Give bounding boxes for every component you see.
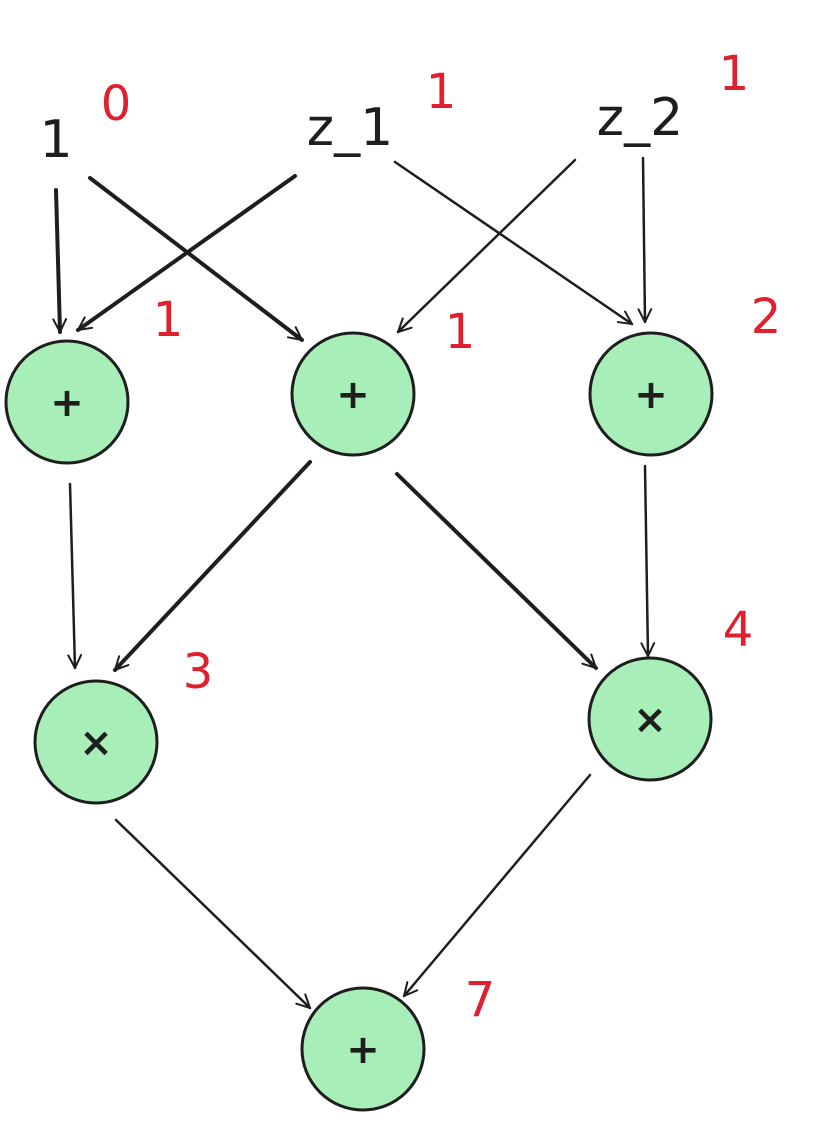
- node-add-b-value: 1: [445, 304, 476, 360]
- edge-z1-to-add-c: [393, 160, 634, 326]
- input-one-value: 0: [101, 76, 132, 132]
- edge-z2-to-add-b: [396, 158, 577, 334]
- edge-add-b-to-mul-a: [113, 460, 312, 672]
- node-add-c-op: +: [634, 372, 668, 418]
- node-add-a: +: [4, 339, 130, 465]
- node-add-out-value: 7: [465, 972, 496, 1028]
- node-add-a-op: +: [50, 380, 84, 426]
- node-add-c: +: [588, 331, 714, 457]
- node-mul-a-op: ×: [79, 720, 113, 766]
- input-z1-value: 1: [426, 64, 457, 120]
- node-mul-a: ×: [33, 679, 159, 805]
- node-add-a-value: 1: [153, 292, 184, 348]
- edge-z1-to-add-a: [76, 174, 297, 332]
- node-mul-a-value: 3: [183, 644, 214, 700]
- node-add-c-value: 2: [751, 289, 782, 345]
- input-z2-value: 1: [719, 46, 750, 102]
- node-add-out-op: +: [346, 1027, 380, 1073]
- input-z2-label: z_2: [597, 88, 683, 148]
- node-mul-b-op: ×: [633, 697, 667, 743]
- edge-one-to-add-b: [88, 176, 304, 342]
- input-one-label: 1: [39, 110, 72, 170]
- edge-add-a-to-mul-a: [67, 482, 83, 670]
- edge-mul-b-to-add-out: [402, 773, 592, 998]
- node-mul-b-value: 4: [723, 602, 754, 658]
- node-add-out: +: [300, 986, 426, 1112]
- edge-z2-to-add-c: [637, 156, 653, 324]
- input-z1-label: z_1: [307, 98, 393, 158]
- edge-mul-a-to-add-out: [114, 818, 312, 1010]
- edge-add-b-to-mul-b: [395, 472, 598, 670]
- node-add-b-op: +: [336, 372, 370, 418]
- node-add-b: +: [290, 331, 416, 457]
- node-mul-b: ×: [587, 656, 713, 782]
- edge-add-c-to-mul-b: [640, 464, 656, 658]
- edge-one-to-add-a: [52, 188, 68, 334]
